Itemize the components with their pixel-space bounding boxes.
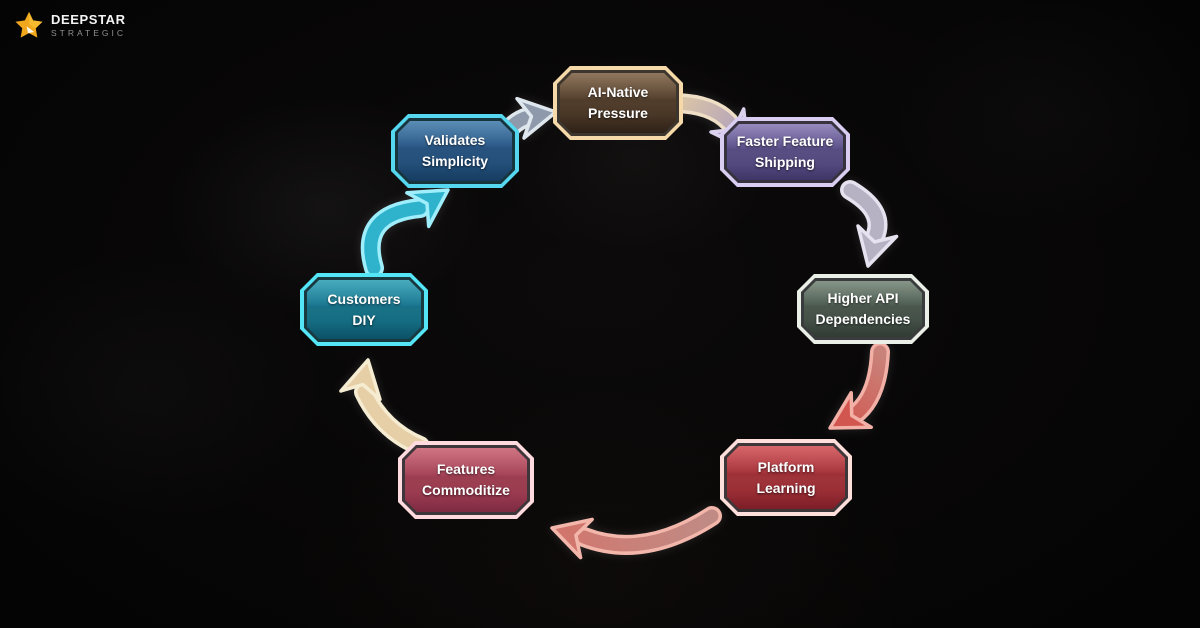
node-label-line1: AI-Native: [587, 84, 649, 100]
node-faster-feature-shipping: Faster Feature Shipping: [720, 117, 850, 187]
brand-tagline: STRATEGIC: [51, 27, 127, 38]
arrow-platform-to-commoditize: [550, 506, 722, 560]
node-label-line2: Dependencies: [815, 311, 911, 327]
arrow-customers-to-validates: [360, 188, 450, 278]
node-platform-learning: Platform Learning: [720, 439, 852, 516]
brand-name: DEEPSTAR: [51, 11, 126, 27]
node-features-commoditize: Features Commoditize: [398, 441, 534, 519]
node-ai-native-pressure: AI-Native Pressure: [553, 66, 683, 140]
node-validates-simplicity: Validates Simplicity: [391, 114, 519, 188]
arrow-higherapi-to-platform: [828, 342, 890, 430]
node-label-line1: Features: [436, 461, 496, 477]
node-label-line2: Commoditize: [422, 482, 510, 498]
node-label-line1: Faster Feature: [736, 133, 834, 149]
node-label-line2: Simplicity: [421, 153, 489, 169]
arrow-commoditize-to-customers: [339, 358, 430, 456]
node-label-line2: Learning: [756, 479, 816, 496]
node-label-line1: Customers: [327, 290, 401, 307]
brand-logo: DEEPSTAR STRATEGIC: [14, 10, 126, 40]
arrow-fasterfeature-to-higherapi: [840, 180, 899, 268]
node-customers-diy: Customers DIY: [300, 273, 428, 346]
node-label-line2: Pressure: [588, 105, 648, 121]
node-label-line2: DIY: [352, 311, 376, 328]
node-label-line2: Shipping: [755, 154, 815, 170]
node-label-line1: Higher API: [827, 290, 899, 306]
node-label-line1: Validates: [424, 132, 486, 148]
node-label-line1: Platform: [757, 458, 815, 475]
node-higher-api-dependencies: Higher API Dependencies: [797, 274, 929, 344]
star-icon: [15, 11, 43, 38]
